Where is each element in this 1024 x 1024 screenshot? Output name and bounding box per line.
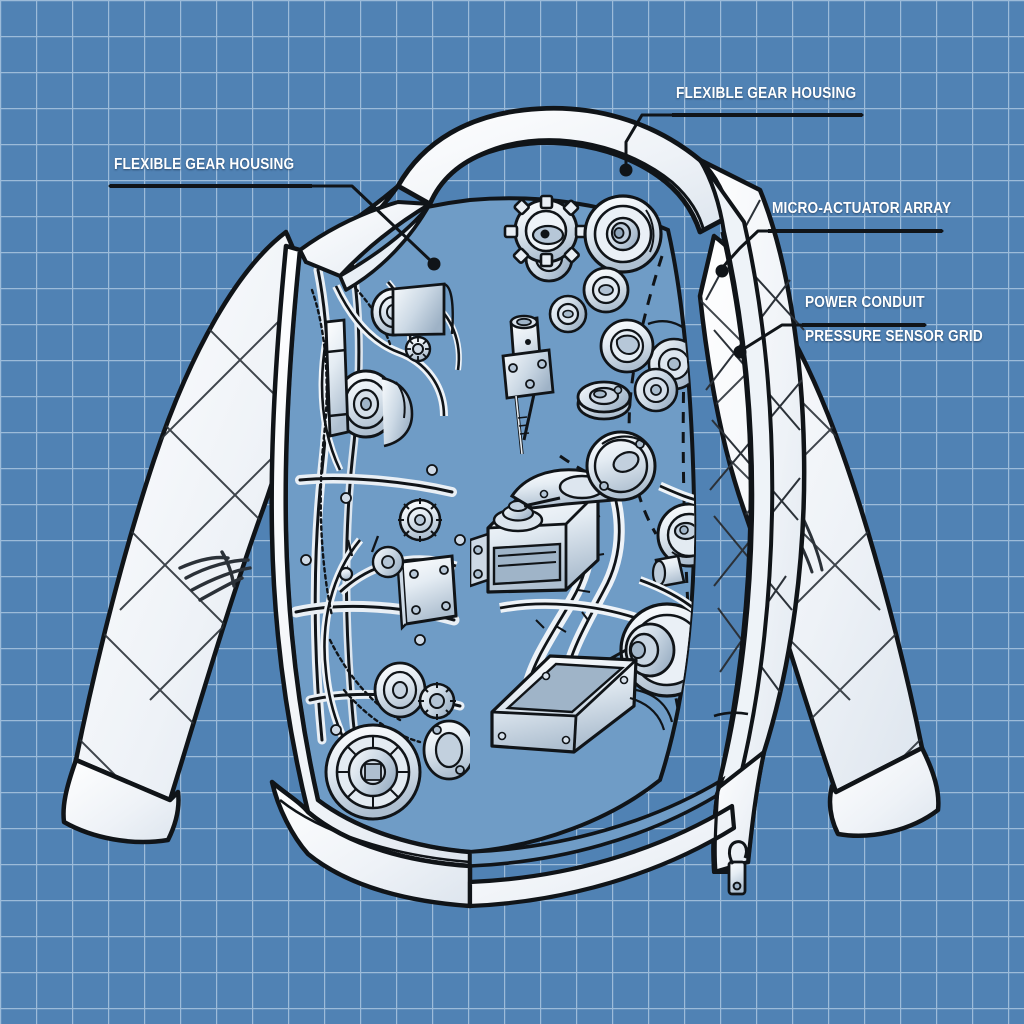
actuator-top-plate bbox=[509, 468, 616, 510]
bottom-bearing bbox=[422, 719, 470, 781]
cluster-gear-upper bbox=[599, 318, 655, 374]
callout-underlines bbox=[110, 113, 942, 327]
right-front-panel bbox=[697, 157, 807, 874]
lower-pulley-group bbox=[373, 661, 456, 720]
torso-lower-gear bbox=[371, 545, 405, 579]
hydraulic-strut bbox=[324, 318, 350, 438]
jacket-assembly bbox=[61, 105, 941, 909]
callout-anchor-dots bbox=[427, 163, 747, 359]
pulley-stack-left bbox=[334, 369, 414, 448]
mid-right-gear bbox=[656, 502, 695, 568]
mid-small-gear bbox=[582, 266, 630, 314]
battery-pack-block bbox=[490, 654, 638, 754]
right-cuff bbox=[827, 745, 941, 838]
right-torso-mechanism bbox=[470, 251, 695, 773]
zipper-pull[interactable] bbox=[727, 840, 748, 896]
drive-gear-large bbox=[607, 602, 695, 698]
mounting-bracket bbox=[396, 554, 458, 631]
left-torso-mechanism bbox=[290, 258, 470, 821]
dot-flexible-gear-housing-left bbox=[427, 257, 441, 271]
bottom-turbine-gear bbox=[324, 723, 422, 821]
exploded-gear-group bbox=[501, 194, 663, 455]
left-cuff bbox=[61, 757, 181, 845]
dot-flexible-gear-housing-right bbox=[619, 163, 633, 177]
left-sleeve-crease-lines bbox=[178, 550, 252, 602]
motor-roller-upper bbox=[370, 282, 454, 337]
bushing bbox=[651, 554, 686, 588]
dot-micro-actuator-array bbox=[715, 264, 729, 278]
small-gear-left bbox=[548, 294, 588, 334]
shoulder-yokes bbox=[298, 200, 432, 278]
rosette-gear bbox=[404, 335, 432, 363]
cluster-gear-lower bbox=[633, 367, 679, 413]
gear-cluster-mid bbox=[599, 318, 695, 413]
fasteners-left bbox=[300, 464, 466, 736]
pressure-sensor-disc bbox=[576, 380, 632, 421]
spindle-actuator bbox=[501, 314, 555, 455]
torso-mid-gear bbox=[398, 498, 442, 542]
actuator-wheel bbox=[585, 430, 657, 502]
upper-left-sprocket bbox=[503, 194, 590, 268]
dot-power-conduit bbox=[733, 345, 747, 359]
large-hub-gear bbox=[583, 194, 663, 274]
back-hem-sweep bbox=[467, 775, 737, 909]
